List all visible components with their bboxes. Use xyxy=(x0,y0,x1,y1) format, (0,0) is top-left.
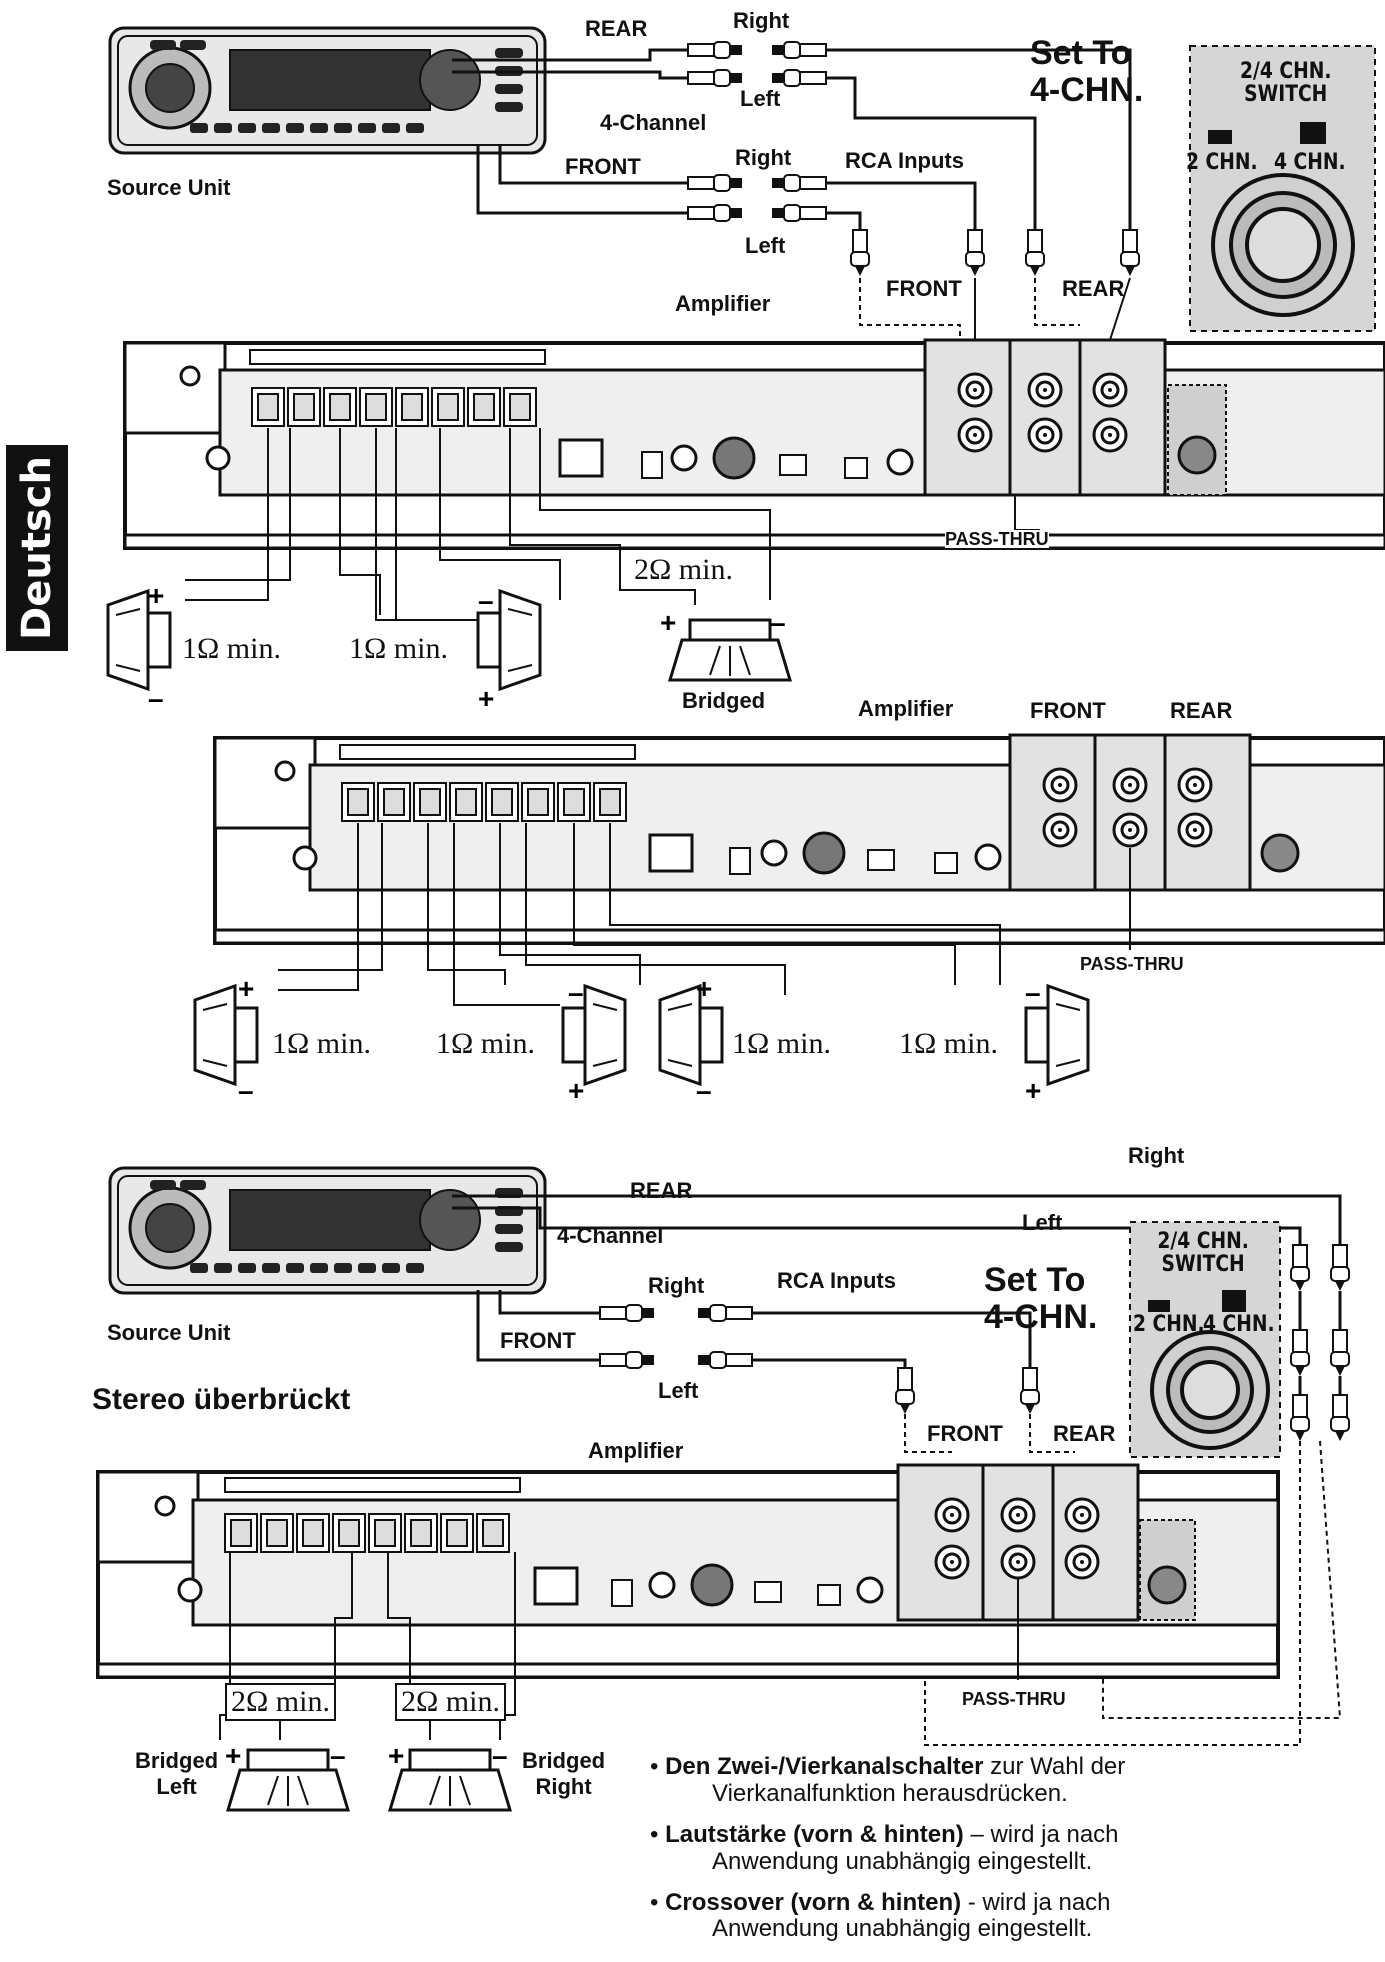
svg-text:+: + xyxy=(225,1740,241,1771)
d1-rca-inputs-label: RCA Inputs xyxy=(845,148,964,173)
d1-left-mid-label: Left xyxy=(745,233,786,258)
svg-text:+: + xyxy=(696,973,712,1004)
instruction-1-text: zur Wahl der xyxy=(983,1753,1126,1780)
diagram2-wiring: + – – + + – – + xyxy=(193,733,1385,1106)
svg-text:+: + xyxy=(1025,1075,1041,1106)
language-tab: Deutsch xyxy=(6,445,68,651)
svg-text:+: + xyxy=(660,607,676,638)
d3-in-front-label: FRONT xyxy=(927,1421,1003,1446)
instruction-3-bold: Crossover (vorn & hinten) xyxy=(665,1888,962,1916)
d3-switch-title: 2/4 CHN. SWITCH xyxy=(1157,1229,1249,1278)
svg-text:+: + xyxy=(388,1740,404,1771)
d2-amplifier-label: Amplifier xyxy=(858,696,954,721)
svg-text:–: – xyxy=(696,1075,712,1106)
d3-rca-inputs-label: RCA Inputs xyxy=(777,1268,896,1293)
d3-right-top-label: Right xyxy=(1128,1143,1185,1168)
d3-left-top-label: Left xyxy=(1022,1210,1063,1235)
svg-text:+: + xyxy=(478,683,494,714)
d3-four-channel-label: 4-Channel xyxy=(557,1223,664,1248)
d1-source-unit-label: Source Unit xyxy=(107,175,231,200)
d1-switch-4chn: 4 CHN. xyxy=(1274,150,1346,175)
svg-text:–: – xyxy=(478,585,494,616)
d1-pass-thru-label: PASS-THRU xyxy=(945,529,1049,549)
instruction-item: • Den Zwei-/Vierkanalschalter zur Wahl d… xyxy=(650,1753,1350,1808)
d3-right-mid-label: Right xyxy=(648,1273,705,1298)
d3-switch-2chn: 2 CHN. xyxy=(1133,1312,1205,1337)
d1-switch-2chn: 2 CHN. xyxy=(1186,150,1258,175)
d3-amplifier-label: Amplifier xyxy=(588,1438,684,1463)
diagram1-wiring: + – – + + – xyxy=(106,26,1385,714)
d2-ohm-4: 1Ω min. xyxy=(895,1027,1002,1061)
d3-rear-label: REAR xyxy=(630,1178,693,1203)
source-unit-1-drawing xyxy=(108,26,547,155)
instruction-2-bold: Lautstärke (vorn & hinten) xyxy=(665,1820,964,1848)
d1-in-rear-label: REAR xyxy=(1062,276,1125,301)
instruction-item: • Crossover (vorn & hinten) - wird ja na… xyxy=(650,1888,1350,1944)
d1-front-label: FRONT xyxy=(565,154,641,179)
diagram3-wiring: + – + – xyxy=(96,1166,1350,1812)
d2-ohm-2: 1Ω min. xyxy=(432,1027,539,1061)
instruction-3-text: - wird ja nach xyxy=(961,1888,1111,1916)
svg-text:–: – xyxy=(770,607,786,638)
d3-ohm-left: 2Ω min. xyxy=(225,1683,336,1721)
svg-text:+: + xyxy=(148,580,164,611)
instruction-1-bold: Den Zwei-/Vierkanalschalter xyxy=(665,1753,984,1780)
d1-ohm-mid: 1Ω min. xyxy=(345,632,452,666)
svg-text:+: + xyxy=(568,1075,584,1106)
d2-pass-thru-label: PASS-THRU xyxy=(1080,954,1184,974)
instruction-2-text: – wird ja nach xyxy=(963,1820,1119,1848)
d1-ohm-left: 1Ω min. xyxy=(178,632,285,666)
d1-in-front-label: FRONT xyxy=(886,276,962,301)
d3-set-to-label: Set To 4-CHN. xyxy=(984,1261,1098,1337)
instruction-3-sub: Anwendung unabhängig eingestellt. xyxy=(712,1915,1093,1943)
d3-switch-4chn: 4 CHN. xyxy=(1203,1312,1275,1337)
d2-ohm-1: 1Ω min. xyxy=(268,1027,375,1061)
instruction-1-sub: Vierkanalfunktion herausdrücken. xyxy=(712,1779,1068,1807)
d1-four-channel-label: 4-Channel xyxy=(600,110,707,135)
svg-text:–: – xyxy=(148,683,164,714)
d1-set-to-label: Set To 4-CHN. xyxy=(1030,34,1144,110)
d3-bridged-right-label: Bridged Right xyxy=(522,1748,606,1800)
d3-source-unit-label: Source Unit xyxy=(107,1320,231,1345)
svg-text:–: – xyxy=(492,1740,508,1771)
d3-bridged-left-label: Bridged Left xyxy=(135,1748,219,1800)
d1-right-top-label: Right xyxy=(733,8,790,33)
d3-front-label: FRONT xyxy=(500,1328,576,1353)
instruction-2-sub: Anwendung unabhängig eingestellt. xyxy=(712,1847,1093,1875)
d3-left-mid-label: Left xyxy=(658,1378,699,1403)
svg-text:–: – xyxy=(238,1075,254,1106)
d1-switch-title: 2/4 CHN. SWITCH xyxy=(1239,59,1332,108)
d1-left-top-label: Left xyxy=(740,86,781,111)
d1-ohm-bridged: 2Ω min. xyxy=(630,553,737,587)
d1-right-mid-label: Right xyxy=(735,145,792,170)
d3-pass-thru-label: PASS-THRU xyxy=(962,1689,1066,1709)
d1-bridged-label: Bridged xyxy=(682,688,766,713)
d2-front-label: FRONT xyxy=(1030,698,1106,723)
d1-amplifier-label: Amplifier xyxy=(675,291,771,316)
d2-rear-label: REAR xyxy=(1170,698,1233,723)
instruction-item: • Lautstärke (vorn & hinten) – wird ja n… xyxy=(650,1820,1350,1876)
svg-text:–: – xyxy=(1025,977,1041,1008)
d2-ohm-3: 1Ω min. xyxy=(728,1027,835,1061)
d1-rear-label: REAR xyxy=(585,16,648,41)
source-unit-3-drawing xyxy=(108,1166,547,1295)
svg-text:–: – xyxy=(330,1740,346,1771)
d3-in-rear-label: REAR xyxy=(1053,1421,1116,1446)
svg-text:–: – xyxy=(568,977,584,1008)
instruction-list: • Den Zwei-/Vierkanalschalter zur Wahl d… xyxy=(650,1753,1350,1957)
svg-text:+: + xyxy=(238,973,254,1004)
d3-title: Stereo überbrückt xyxy=(92,1383,351,1416)
d3-ohm-right: 2Ω min. xyxy=(395,1683,506,1721)
language-tab-label: Deutsch xyxy=(14,456,60,640)
